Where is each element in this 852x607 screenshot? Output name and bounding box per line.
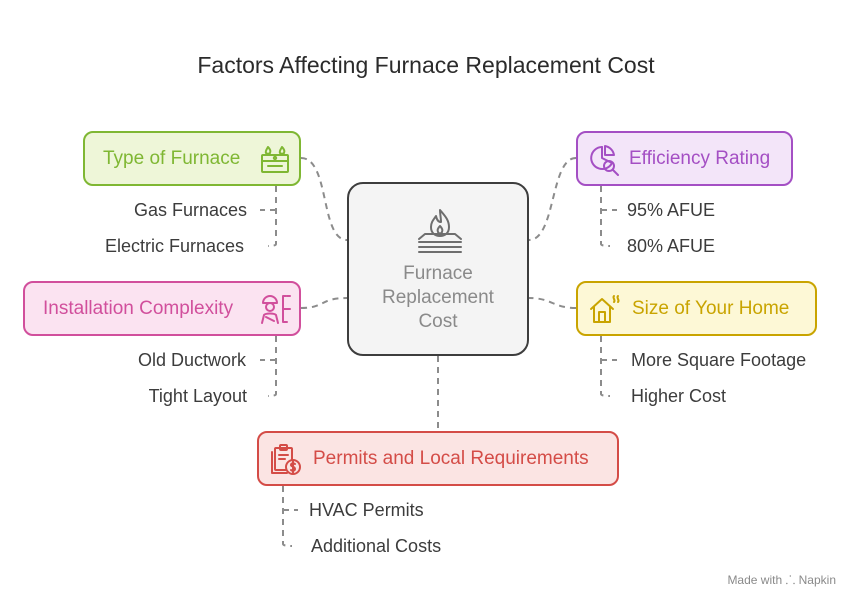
napkin-watermark: Made with ⸫ Napkin [727, 573, 836, 587]
center-node: Furnace Replacement Cost [347, 182, 529, 356]
factor-label: Type of Furnace [103, 147, 241, 169]
center-node-label: Furnace Replacement Cost [382, 263, 494, 332]
factor-efficiency-rating: Efficiency Rating [576, 131, 793, 186]
factor-label: Efficiency Rating [629, 147, 771, 169]
connector-installation-complexity [300, 297, 348, 309]
house-heat-icon [590, 295, 620, 323]
factor-label: Installation Complexity [43, 297, 234, 319]
furnace-icon [261, 146, 289, 173]
sub-item-higher-cost: Higher Cost [631, 386, 727, 406]
bracket-installation-complexity [267, 336, 277, 397]
sub-item-80-afue: 80% AFUE [627, 236, 716, 256]
bracket-efficiency-rating [600, 186, 611, 247]
connector-efficiency-rating [528, 157, 577, 241]
factor-installation-complexity: Installation Complexity [23, 281, 301, 336]
permit-document-dollar-icon [271, 444, 301, 475]
factor-label: Permits and Local Requirements [313, 447, 589, 469]
sub-item-95-afue: 95% AFUE [627, 200, 716, 220]
factor-type-of-furnace: Type of Furnace [83, 131, 301, 186]
sub-item-electric-furnaces: Electric Furnaces [104, 236, 244, 256]
sub-item-gas-furnaces: Gas Furnaces [133, 200, 247, 220]
factor-permits: Permits and Local Requirements [257, 431, 619, 486]
sub-item-more-square-footage: More Square Footage [631, 350, 807, 370]
connector-size-of-home [528, 297, 577, 309]
sub-item-old-ductwork: Old Ductwork [137, 350, 246, 370]
sub-item-additional-costs: Additional Costs [311, 536, 442, 556]
worker-with-tools-icon [261, 295, 291, 324]
sub-item-hvac-permits: HVAC Permits [309, 500, 424, 520]
bracket-size-of-home [600, 336, 611, 397]
furnace-flame-icon [418, 209, 462, 253]
diagram-title: Factors Affecting Furnace Replacement Co… [197, 52, 655, 78]
bracket-type-of-furnace [267, 186, 277, 247]
connector-type-of-furnace [300, 157, 348, 241]
factor-label: Size of Your Home [632, 297, 790, 319]
factor-size-of-home: Size of Your Home [576, 281, 817, 336]
sub-item-tight-layout: Tight Layout [148, 386, 247, 406]
bracket-permits [282, 486, 293, 547]
pie-chart-magnify-icon [590, 145, 619, 176]
